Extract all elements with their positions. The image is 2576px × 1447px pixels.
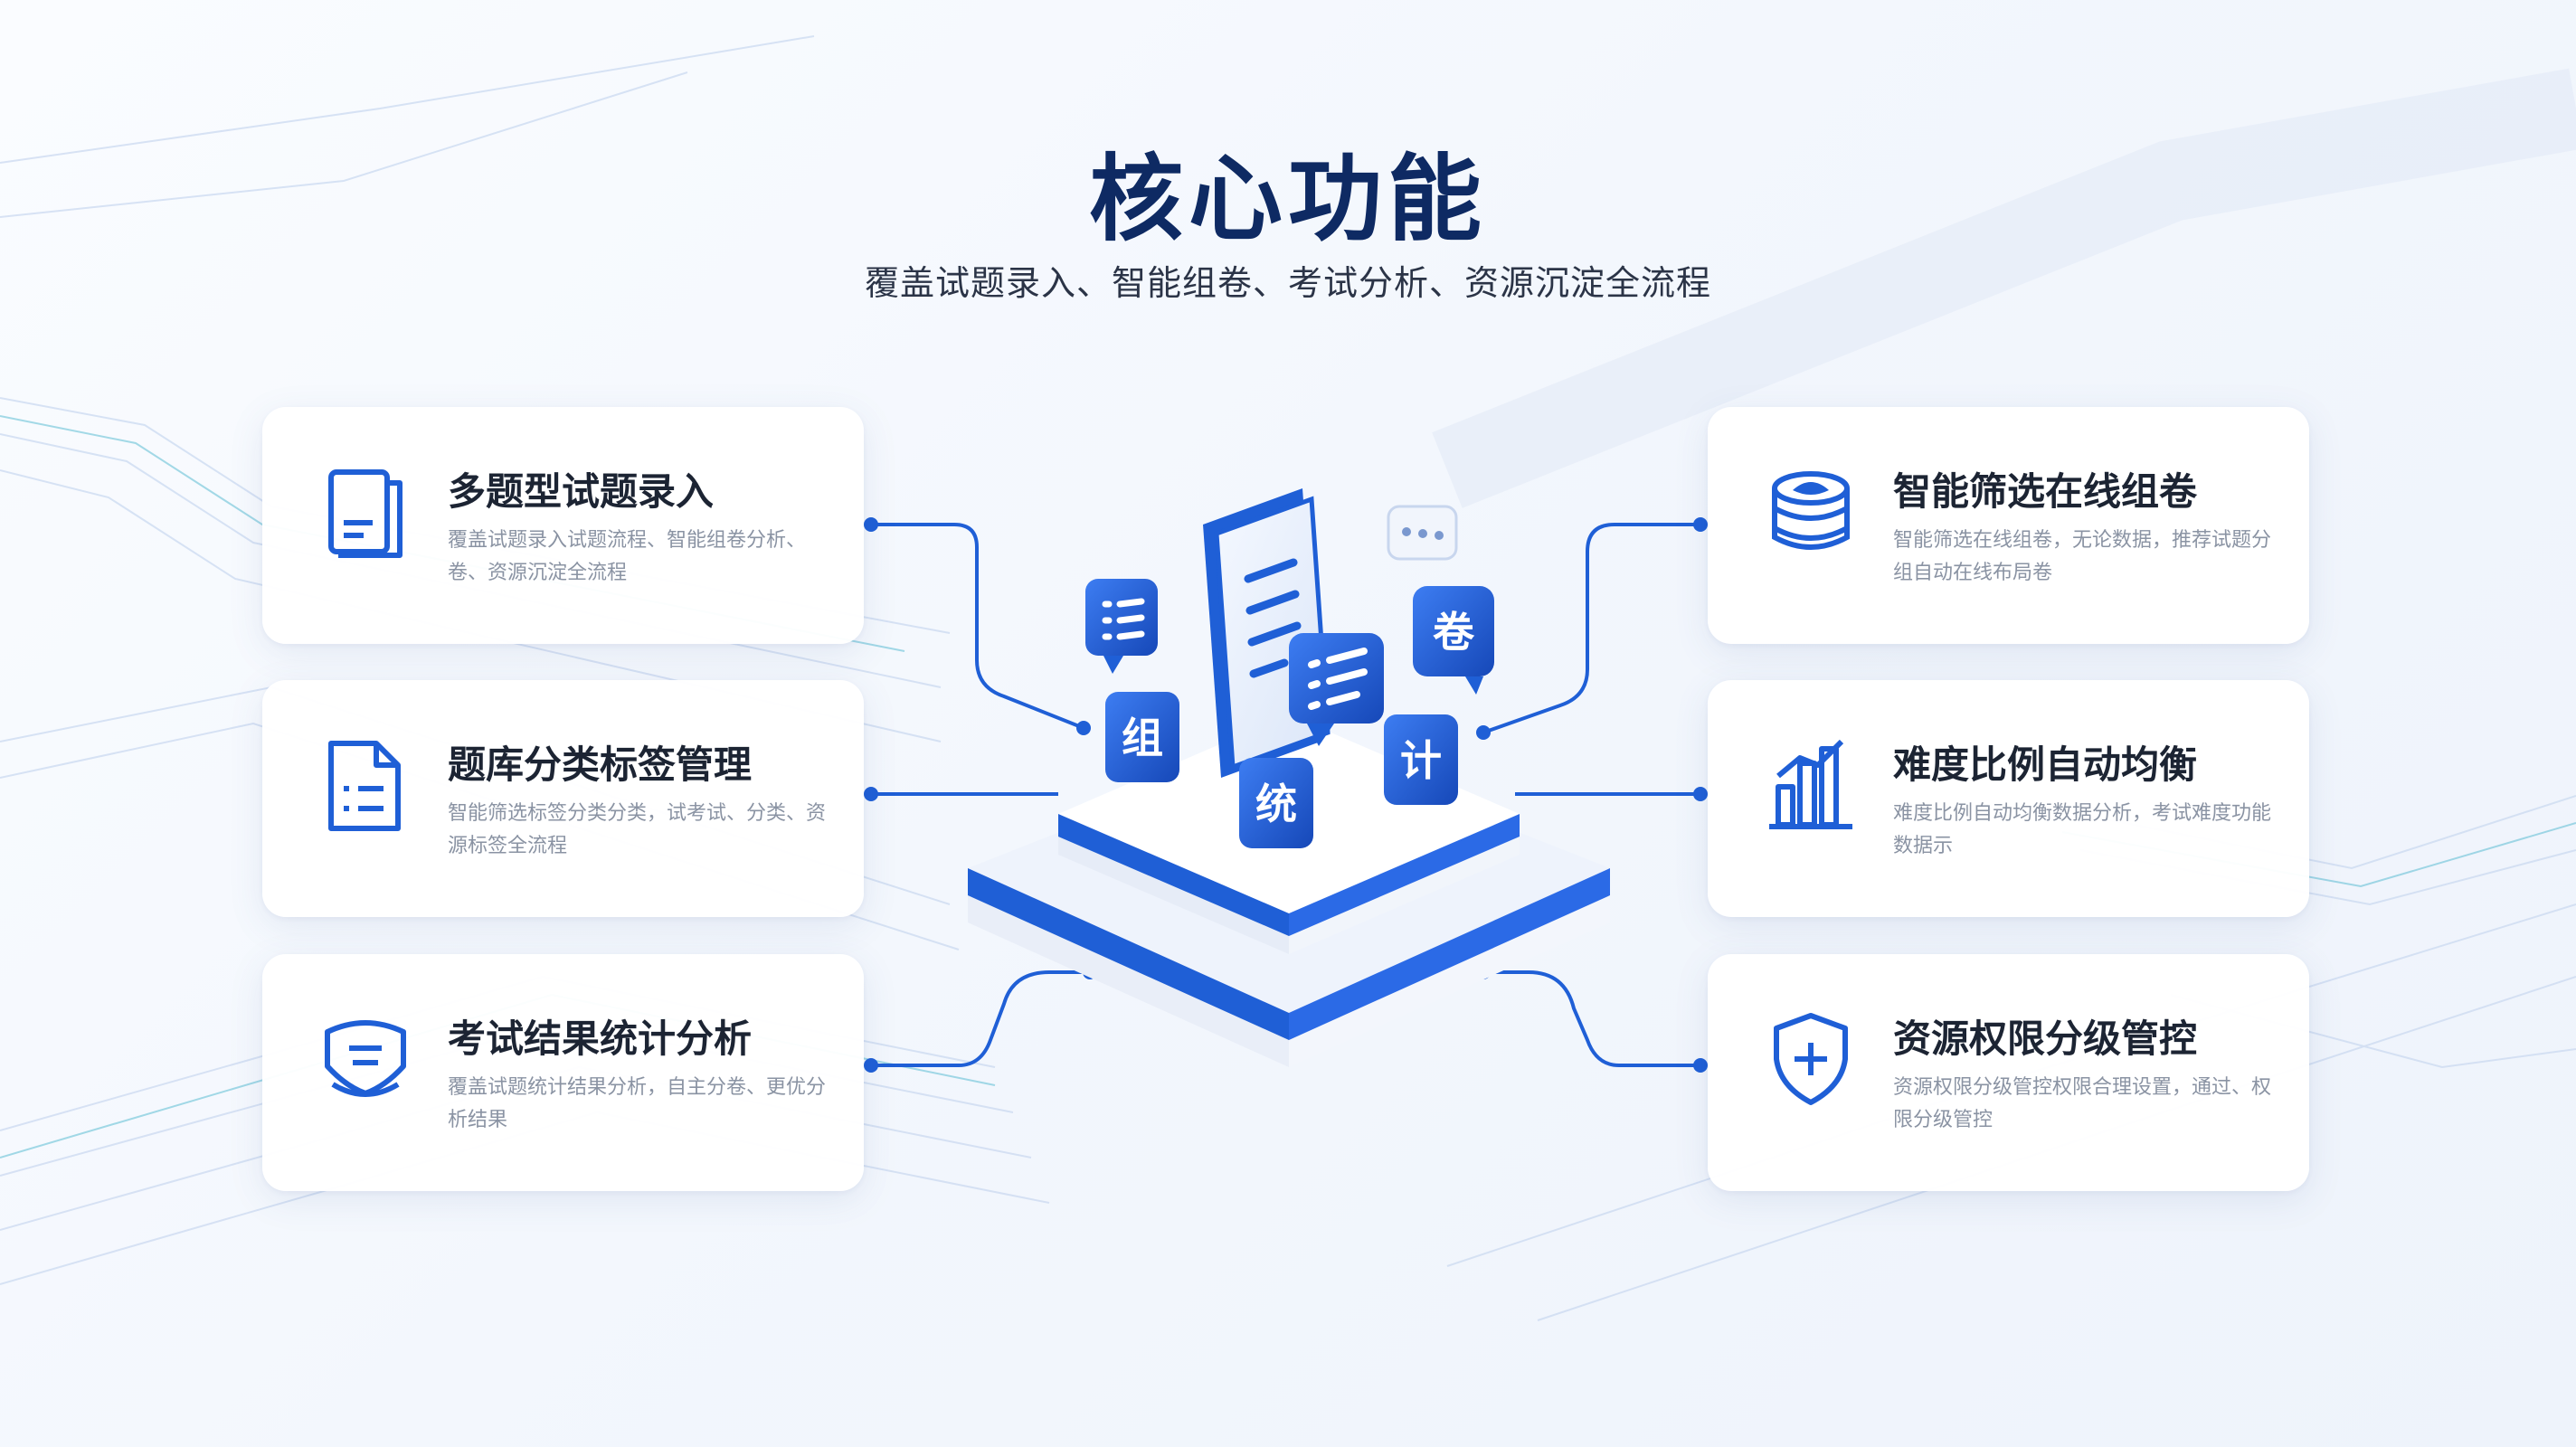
card-title: 难度比例自动均衡 — [1893, 742, 2198, 787]
char-tile-tong: 统 — [1239, 758, 1313, 848]
card-title: 资源权限分级管控 — [1893, 1017, 2198, 1061]
char-label: 卷 — [1433, 608, 1475, 657]
char-label: 组 — [1122, 714, 1163, 762]
card-desc: 覆盖试题录入试题流程、智能组卷分析、卷、资源沉淀全流程 — [448, 529, 807, 584]
page-subtitle: 覆盖试题录入、智能组卷、考试分析、资源沉淀全流程 — [864, 263, 1711, 303]
card-title: 智能筛选在线组卷 — [1893, 469, 2198, 514]
feature-card-question-entry[interactable]: 多题型试题录入 覆盖试题录入试题流程、智能组卷分析、卷、资源沉淀全流程 — [262, 407, 864, 644]
char-tile-juan: 卷 — [1413, 586, 1494, 695]
card-desc: 智能筛选在线组卷，无论数据，推荐试题分组自动在线布局卷 — [1893, 529, 2272, 584]
feature-card-smart-paper[interactable]: 智能筛选在线组卷 智能筛选在线组卷，无论数据，推荐试题分组自动在线布局卷 — [1708, 407, 2309, 644]
document-book-icon — [328, 469, 402, 558]
char-label: 统 — [1255, 780, 1297, 828]
card-desc: 资源权限分级管控权限合理设置，通过、权限分级管控 — [1893, 1076, 2272, 1131]
card-desc: 智能筛选标签分类分类，试考试、分类、资源标签全流程 — [448, 802, 827, 857]
feature-card-permission-control[interactable]: 资源权限分级管控 资源权限分级管控权限合理设置，通过、权限分级管控 — [1708, 954, 2309, 1191]
shield-list-icon — [325, 1020, 406, 1097]
char-tile-zu: 组 — [1105, 692, 1179, 782]
message-tile-icon — [1085, 579, 1158, 674]
shield-plus-icon — [1774, 1013, 1848, 1105]
card-title: 考试结果统计分析 — [448, 1017, 753, 1061]
feature-card-tag-management[interactable]: 题库分类标签管理 智能筛选标签分类分类，试考试、分类、资源标签全流程 — [262, 680, 864, 917]
char-label: 计 — [1400, 736, 1442, 785]
chat-bubble-icon — [1387, 505, 1458, 561]
central-illustration: 组 统 计 卷 — [968, 488, 1610, 1067]
page-title: 核心功能 — [1088, 144, 1487, 254]
feature-card-exam-analysis[interactable]: 考试结果统计分析 覆盖试题统计结果分析，自主分卷、更优分析结果 — [262, 954, 864, 1191]
card-title: 题库分类标签管理 — [448, 742, 753, 787]
card-desc: 覆盖试题统计结果分析，自主分卷、更优分析结果 — [448, 1076, 827, 1131]
message-tile-icon — [1289, 633, 1384, 746]
feature-card-difficulty-balance[interactable]: 难度比例自动均衡 难度比例自动均衡数据分析，考试难度功能数据示 — [1708, 680, 2309, 917]
database-stack-icon — [1772, 471, 1850, 550]
card-title: 多题型试题录入 — [448, 469, 715, 514]
list-document-icon — [328, 741, 401, 831]
card-desc: 难度比例自动均衡数据分析，考试难度功能数据示 — [1893, 802, 2272, 857]
bar-chart-icon — [1769, 739, 1852, 829]
char-tile-ji: 计 — [1384, 714, 1458, 805]
